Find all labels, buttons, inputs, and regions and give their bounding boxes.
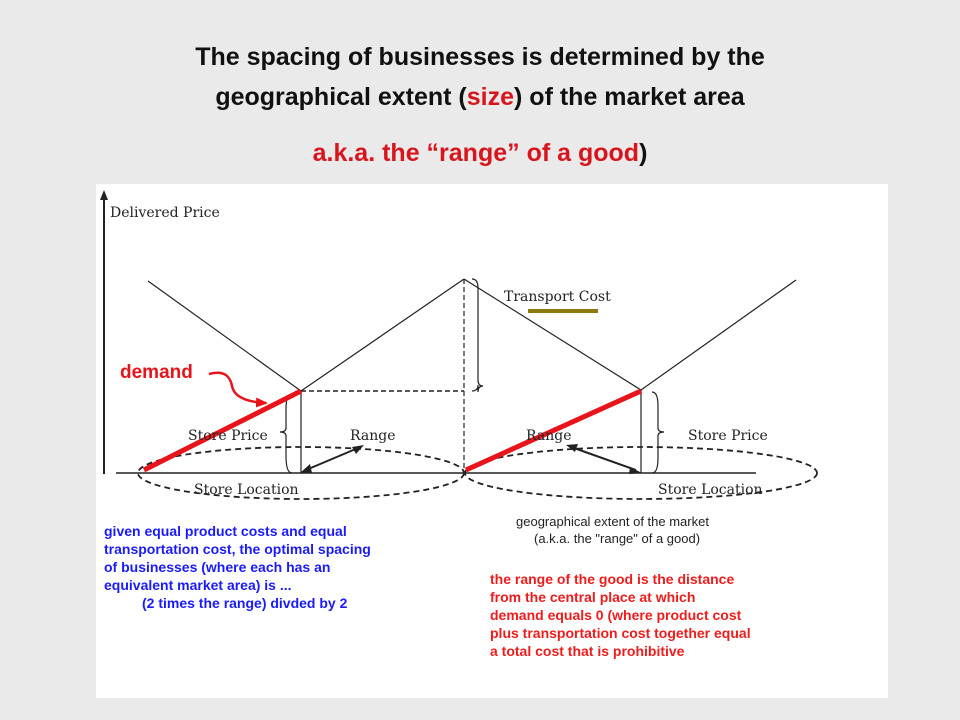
title-line-2: geographical extent (size) of the market… <box>215 83 745 111</box>
range-arrowhead-right-a <box>566 444 578 452</box>
title-range-highlight: a.k.a. the “range” of a good <box>312 139 640 167</box>
market-area-ellipse-left <box>137 446 465 500</box>
store-location-label-left: Store Location <box>194 482 299 498</box>
spacing-note: given equal product costs and equal tran… <box>104 523 371 611</box>
transport-cost-label: Transport Cost <box>504 289 611 305</box>
store-price-label-left: Store Price <box>188 428 268 444</box>
demand-label: demand <box>120 362 193 383</box>
range-definition-note: the range of the good is the distance fr… <box>490 571 751 659</box>
y-axis-label: Delivered Price <box>110 205 220 221</box>
store-price-brace-right <box>651 391 665 474</box>
title-size-highlight: size <box>466 83 515 111</box>
price-line-left-inner <box>300 278 465 392</box>
range-arrowhead-right-b <box>629 467 642 474</box>
price-line-right-inner <box>463 278 642 391</box>
geographic-extent-note: geographical extent of the market (a.k.a… <box>516 514 709 546</box>
range-arrowhead-left-b <box>352 445 364 454</box>
market-area-ellipse-right <box>464 446 818 500</box>
price-line-right-outer <box>640 279 797 391</box>
diagram-panel: Delivered Price Transport Cost demand St… <box>96 184 888 698</box>
range-arrow-right <box>573 447 637 471</box>
transport-cost-brace <box>471 278 484 393</box>
range-arrowhead-left-a <box>300 464 312 473</box>
store-price-brace-left <box>279 393 293 474</box>
title-line-3: a.k.a. the “range” of a good) <box>312 139 648 167</box>
store-price-label-right: Store Price <box>688 428 768 444</box>
demand-pointer-arrow <box>208 371 268 408</box>
range-arrow-left <box>305 447 359 471</box>
store-location-label-right: Store Location <box>658 482 763 498</box>
title-line-1: The spacing of businesses is determined … <box>195 43 765 71</box>
demand-line-right <box>464 388 643 473</box>
price-line-left-outer <box>147 280 302 392</box>
range-label-left: Range <box>350 428 395 444</box>
market-area-diagram: Delivered Price Transport Cost demand St… <box>100 190 818 500</box>
range-label-right: Range <box>526 428 571 444</box>
demand-line-left <box>142 388 303 473</box>
